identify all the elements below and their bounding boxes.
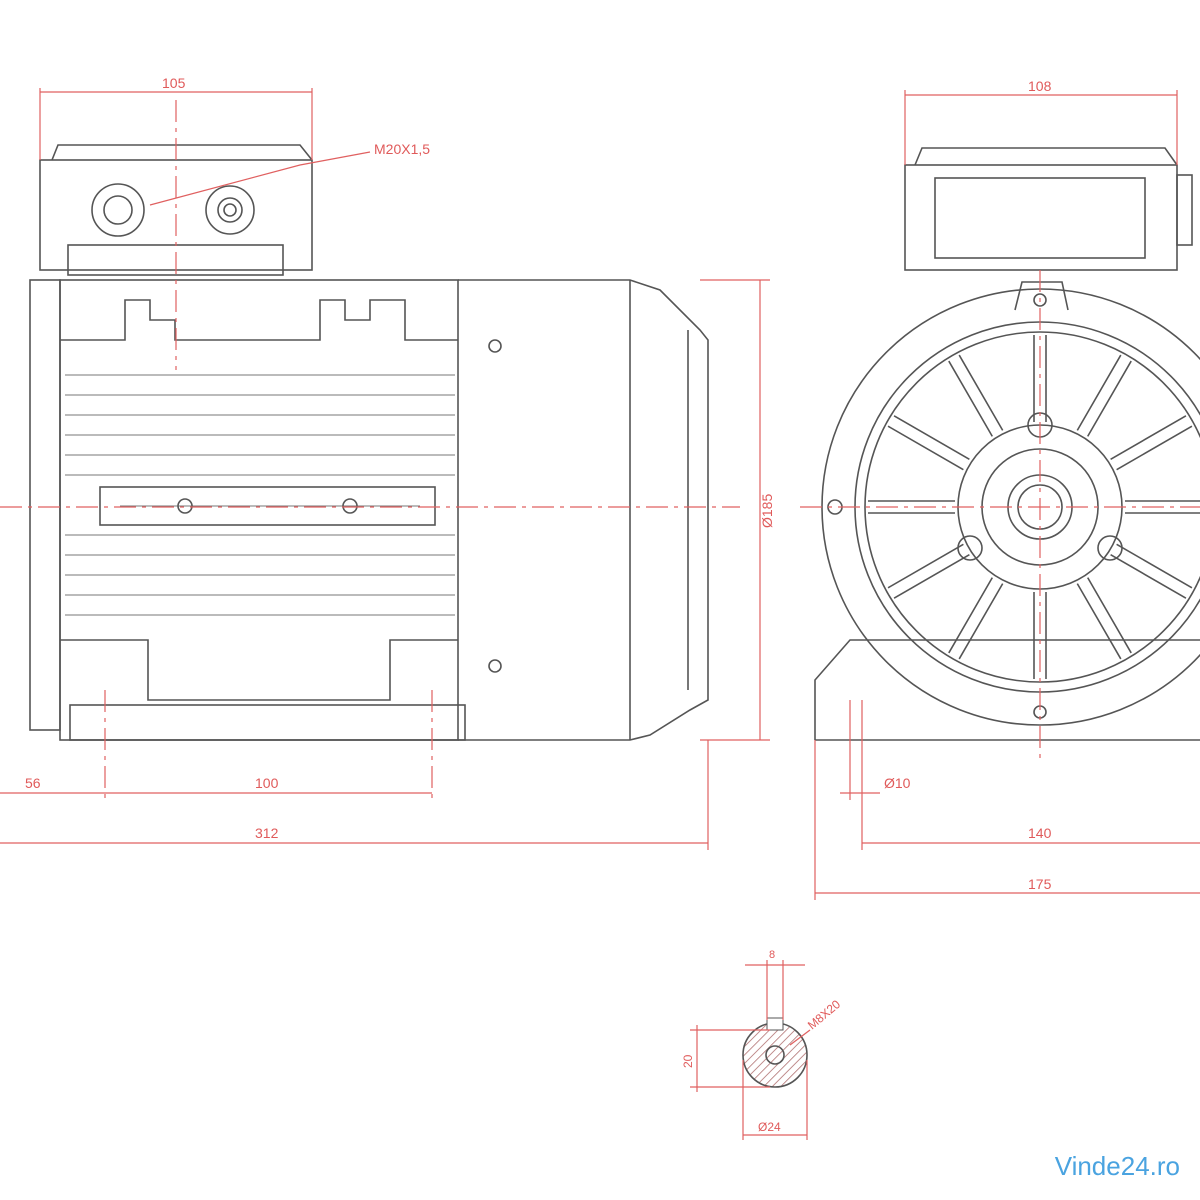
dim-shaft-thread: M8X20 — [805, 997, 843, 1032]
fan-spoke — [893, 415, 970, 460]
dim-key-height: 20 — [681, 1054, 695, 1068]
dim-foot-hole-diameter: Ø10 — [884, 775, 911, 791]
fan-spoke — [887, 543, 964, 589]
dim-shaft-to-foot: 56 — [25, 775, 41, 791]
dim-overall-length: 312 — [255, 825, 279, 841]
fan-spoke — [1087, 577, 1132, 654]
dim-overall-width: 175 — [1028, 876, 1052, 892]
front-view: 108 Ø10 140 175 — [800, 78, 1200, 900]
watermark: Vinde24.ro — [1054, 1151, 1180, 1181]
side-view: 105 M20X1,5 Ø185 56 100 312 — [0, 75, 775, 850]
fan-spoke — [1087, 360, 1132, 437]
fan-spoke — [1076, 354, 1122, 431]
fan-spoke — [948, 577, 993, 654]
fan-spoke — [887, 425, 964, 471]
dim-gland-thread: M20X1,5 — [374, 141, 430, 157]
dim-foot-width-spacing: 140 — [1028, 825, 1052, 841]
fan-spoke — [948, 360, 993, 437]
dim-terminal-width-side: 105 — [162, 75, 186, 91]
dim-key-width: 8 — [769, 949, 775, 961]
fan-spoke — [1076, 583, 1122, 660]
fan-spoke — [958, 583, 1004, 660]
fan-spoke — [958, 354, 1004, 431]
motor-body-side — [29, 279, 709, 741]
fan-spoke — [1110, 554, 1187, 599]
dim-foot-spacing: 100 — [255, 775, 279, 791]
dim-shaft-diameter: Ø24 — [758, 1120, 781, 1134]
fan-spoke — [1116, 543, 1193, 589]
shaft-section: 8 20 M8X20 Ø24 — [681, 949, 843, 1140]
dim-terminal-width-front: 108 — [1028, 78, 1052, 94]
dim-flange-diameter: Ø185 — [759, 494, 775, 528]
fan-spoke — [1116, 425, 1193, 471]
fan-spoke — [1110, 415, 1187, 460]
fan-spoke — [893, 554, 970, 599]
